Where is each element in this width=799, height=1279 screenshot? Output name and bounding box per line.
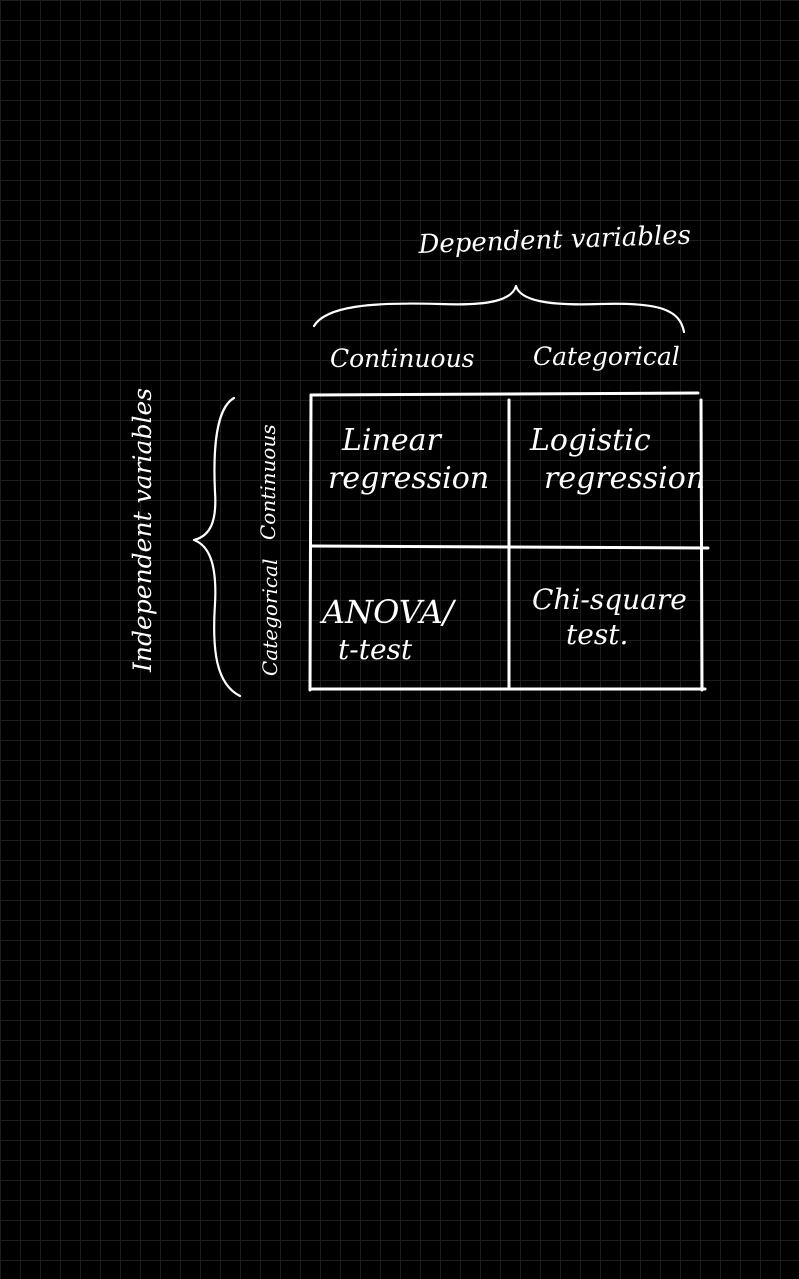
- cell-line: Chi-square: [532, 583, 687, 616]
- cell-line: test.: [566, 618, 629, 651]
- table-right-border: [699, 398, 704, 692]
- independent-variables-label: Independent variables: [128, 387, 157, 672]
- cell-chi-square-test: Chi-square test.: [532, 582, 687, 652]
- cell-line: Linear: [342, 423, 441, 458]
- row-header-continuous: Continuous: [256, 424, 280, 540]
- cell-line: regression: [328, 460, 490, 496]
- cell-line: ANOVA/: [322, 593, 454, 631]
- cell-linear-regression: Linear regression: [328, 422, 489, 497]
- independent-brace: [192, 396, 242, 698]
- table-left-border: [308, 393, 313, 692]
- column-header-continuous: Continuous: [330, 344, 475, 373]
- row-header-categorical: Categorical: [258, 558, 282, 676]
- cell-line: Logistic: [530, 423, 651, 458]
- cell-line: t-test: [338, 633, 413, 666]
- cell-anova-ttest: ANOVA/ t-test: [322, 592, 454, 667]
- cell-line: regression: [544, 460, 706, 496]
- table-top-border: [309, 391, 700, 397]
- dependent-brace: [312, 284, 686, 334]
- column-header-categorical: Categorical: [533, 342, 680, 371]
- cell-logistic-regression: Logistic regression: [530, 422, 705, 497]
